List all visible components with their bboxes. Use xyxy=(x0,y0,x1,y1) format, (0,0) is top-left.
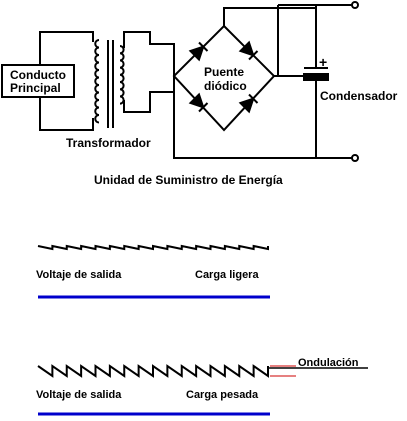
ripple-label: Ondulación xyxy=(298,357,359,369)
source-label-line1: Conducto xyxy=(10,68,66,82)
capacitor-label: Condensador xyxy=(320,89,398,103)
light-output-label: Voltaje de salida xyxy=(36,269,122,281)
heavy-load-waveform xyxy=(37,364,269,378)
heavy-load-panel: Ondulación Voltaje de salida Carga pesad… xyxy=(36,357,368,416)
light-load-panel: Voltaje de salida Carga ligera xyxy=(36,244,270,299)
circuit xyxy=(1,1,359,162)
primary-top-wire xyxy=(39,31,94,65)
bridge-bottom-return xyxy=(173,76,316,159)
bridge-rectifier-diamond xyxy=(172,24,276,132)
light-load-waveform xyxy=(37,244,269,251)
diode-bottom-right xyxy=(238,93,259,114)
bridge-top-output xyxy=(223,7,316,26)
primary-bottom-wire xyxy=(39,97,94,131)
diagram-title: Unidad de Suministro de Energía xyxy=(94,173,283,187)
transformer-label: Transformador xyxy=(66,136,151,150)
heavy-load-label: Carga pesada xyxy=(186,389,259,401)
secondary-coil xyxy=(119,45,125,105)
diode-top-right xyxy=(238,40,259,61)
output-terminal-bottom xyxy=(351,154,359,162)
bridge-label-line2: diódico xyxy=(204,79,247,93)
diode-bottom-left xyxy=(188,92,209,113)
secondary-top-wire xyxy=(123,31,175,75)
light-load-label: Carga ligera xyxy=(195,269,259,281)
primary-coil xyxy=(94,39,100,124)
diode-top-left xyxy=(188,41,209,62)
mains-source-box xyxy=(1,64,75,98)
bridge-diodes xyxy=(188,40,259,114)
secondary-bottom-wire-a xyxy=(123,75,175,113)
output-terminal-top xyxy=(351,1,359,9)
capacitor-plate-bottom xyxy=(303,73,329,81)
source-label-line2: Principal xyxy=(10,81,61,95)
bridge-label-line1: Puente xyxy=(204,65,244,79)
capacitor-polarity-mark: + xyxy=(319,54,327,70)
heavy-output-label: Voltaje de salida xyxy=(36,389,122,401)
